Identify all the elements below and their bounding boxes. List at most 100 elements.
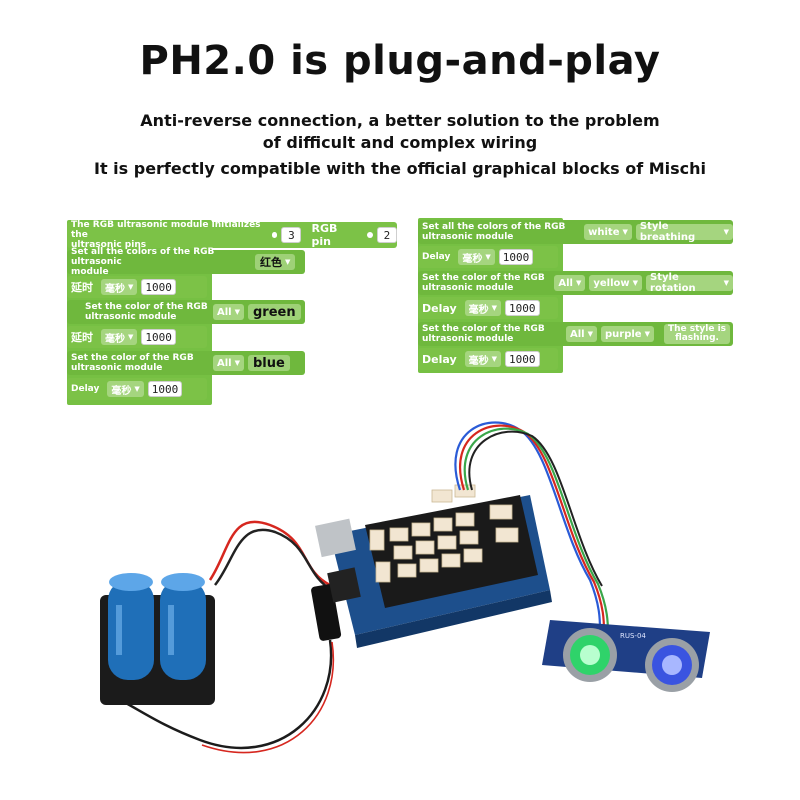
color-value: white <box>588 226 620 238</box>
color-value: purple <box>605 328 642 340</box>
chevron-down-icon: ▼ <box>491 304 498 312</box>
setcolor-label-line-2: ultrasonic module <box>422 334 514 344</box>
delay-label: Delay <box>422 301 457 315</box>
sensor-label: RUS-04 <box>620 632 646 640</box>
setcolor-label: Set the color of the RGB ultrasonic modu… <box>422 273 550 293</box>
right-setall-block[interactable]: Set all the colors of the RGB ultrasonic… <box>418 220 733 244</box>
color-dropdown[interactable]: blue <box>248 355 290 371</box>
setcolor-label: Set the color of the RGB ultrasonic modu… <box>71 353 209 373</box>
setall-label-line-1: Set all the colors of the RGB <box>422 222 566 232</box>
sensor-cable-blue <box>454 421 602 631</box>
style-dropdown[interactable]: The style is flashing. <box>663 324 731 344</box>
left-setall-block[interactable]: Set all the colors of the RGB ultrasonic… <box>67 247 305 277</box>
delay-value-input[interactable]: 1000 <box>505 351 540 367</box>
delay-label: Delay <box>422 252 451 262</box>
right-delay-block-3[interactable]: Delay 毫秒▼ 1000 <box>418 348 558 370</box>
chevron-down-icon: ▼ <box>128 333 134 341</box>
left-setcolor-block-2[interactable]: Set the color of the RGB ultrasonic modu… <box>67 351 305 375</box>
chevron-down-icon: ▼ <box>128 283 134 291</box>
delay-unit-dropdown[interactable]: 毫秒▼ <box>464 300 502 316</box>
scope-dropdown[interactable]: All▼ <box>213 355 244 371</box>
delay-unit-dropdown[interactable]: 毫秒▼ <box>101 279 138 295</box>
sensor-cable-green <box>463 427 610 635</box>
left-init-block[interactable]: The RGB ultrasonic module initializes th… <box>67 220 397 250</box>
chevron-down-icon: ▼ <box>134 385 140 393</box>
init-label-line-1: The RGB ultrasonic module initializes th… <box>71 220 261 240</box>
scope-dropdown[interactable]: All▼ <box>213 304 244 320</box>
ultrasonic-sensor: RUS-04 <box>542 620 710 692</box>
sensor-cable-red <box>458 424 606 633</box>
rgb-pin-input[interactable]: 2 <box>376 227 397 243</box>
delay-label: 延时 <box>71 331 93 344</box>
color-dropdown[interactable]: green <box>248 304 301 320</box>
chevron-down-icon: ▼ <box>491 355 498 363</box>
left-delay-block-3[interactable]: Delay 毫秒▼ 1000 <box>67 378 207 400</box>
delay-unit-value: 毫秒 <box>468 304 489 316</box>
chevron-down-icon: ▼ <box>234 359 240 367</box>
setall-color-value: 红色 <box>260 256 282 269</box>
setcolor-label-line-1: Set the color of the RGB <box>71 353 194 363</box>
style-dropdown[interactable]: Style breathing ▼ <box>635 221 733 243</box>
scope-value: All <box>217 306 232 318</box>
sensor-shield <box>365 484 538 608</box>
battery-black-wire <box>214 528 333 592</box>
input-notch-icon <box>367 232 373 238</box>
init-label: The RGB ultrasonic module initializes th… <box>71 220 269 250</box>
scope-dropdown[interactable]: All▼ <box>566 326 597 342</box>
right-setcolor-block-1[interactable]: Set the color of the RGB ultrasonic modu… <box>418 271 733 295</box>
left-delay-block-1[interactable]: 延时 毫秒▼ 1000 <box>67 276 207 298</box>
rgb-pin-label: RGB pin <box>311 222 338 248</box>
delay-label: Delay <box>422 352 457 366</box>
delay-unit-dropdown[interactable]: 毫秒▼ <box>101 329 138 345</box>
scope-value: All <box>217 357 232 369</box>
delay-value-input[interactable]: 1000 <box>498 249 534 265</box>
chevron-down-icon: ▼ <box>723 228 729 236</box>
right-delay-block-2[interactable]: Delay 毫秒▼ 1000 <box>418 297 558 319</box>
chevron-down-icon: ▼ <box>723 279 729 287</box>
delay-label: Delay <box>71 384 100 394</box>
color-value: yellow <box>593 277 630 289</box>
delay-unit-dropdown[interactable]: 毫秒▼ <box>464 351 502 367</box>
delay-unit-dropdown[interactable]: 毫秒▼ <box>458 249 495 265</box>
chevron-down-icon: ▼ <box>587 330 593 338</box>
page-title: PH2.0 is plug-and-play <box>139 38 661 84</box>
delay-value-input[interactable]: 1000 <box>147 381 183 397</box>
setcolor-label: Set the color of the RGB ultrasonic modu… <box>71 302 209 322</box>
color-dropdown[interactable]: white▼ <box>584 224 632 240</box>
delay-unit-value: 毫秒 <box>105 283 125 295</box>
right-setcolor-block-2[interactable]: Set the color of the RGB ultrasonic modu… <box>418 322 733 346</box>
setall-color-dropdown[interactable]: 红色▼ <box>255 254 296 270</box>
setcolor-label-line-2: ultrasonic module <box>85 312 177 322</box>
power-cable-red <box>201 641 335 754</box>
delay-unit-value: 毫秒 <box>111 385 132 397</box>
delay-unit-dropdown[interactable]: 毫秒▼ <box>107 381 144 397</box>
setall-label-line-2: ultrasonic module <box>422 232 514 242</box>
color-dropdown[interactable]: yellow▼ <box>589 275 643 291</box>
style-value: Style rotation <box>650 272 696 294</box>
chevron-down-icon: ▼ <box>485 253 491 261</box>
setcolor-label: Set the color of the RGB ultrasonic modu… <box>422 324 562 344</box>
setcolor-label-line-1: Set the color of the RGB <box>422 273 545 283</box>
chevron-down-icon: ▼ <box>632 279 639 287</box>
left-setcolor-block-1[interactable]: Set the color of the RGB ultrasonic modu… <box>67 300 305 324</box>
left-delay-block-2[interactable]: 延时 毫秒▼ 1000 <box>67 326 207 348</box>
style-dropdown[interactable]: Style rotation ▼ <box>646 272 733 294</box>
subtitle-compatibility: It is perfectly compatible with the offi… <box>93 159 707 178</box>
scope-dropdown[interactable]: All▼ <box>554 275 586 291</box>
style-value: Style breathing <box>639 221 696 243</box>
battery-holder <box>100 573 215 705</box>
chevron-down-icon: ▼ <box>622 228 628 236</box>
color-dropdown[interactable]: purple▼ <box>601 326 654 342</box>
init-pin-input[interactable]: 3 <box>281 227 302 243</box>
delay-value-input[interactable]: 1000 <box>505 300 540 316</box>
delay-value-input[interactable]: 1000 <box>141 329 176 345</box>
chevron-down-icon: ▼ <box>644 330 650 338</box>
chevron-down-icon: ▼ <box>285 258 291 266</box>
delay-value-input[interactable]: 1000 <box>141 279 176 295</box>
chevron-down-icon: ▼ <box>575 279 582 287</box>
delay-unit-value: 毫秒 <box>105 333 125 345</box>
hardware-photo: RUS-04 <box>100 421 710 754</box>
setall-label: Set all the colors of the RGB ultrasonic… <box>422 222 580 242</box>
right-delay-block-1[interactable]: Delay 毫秒▼ 1000 <box>418 246 558 268</box>
input-notch-icon <box>271 232 278 238</box>
